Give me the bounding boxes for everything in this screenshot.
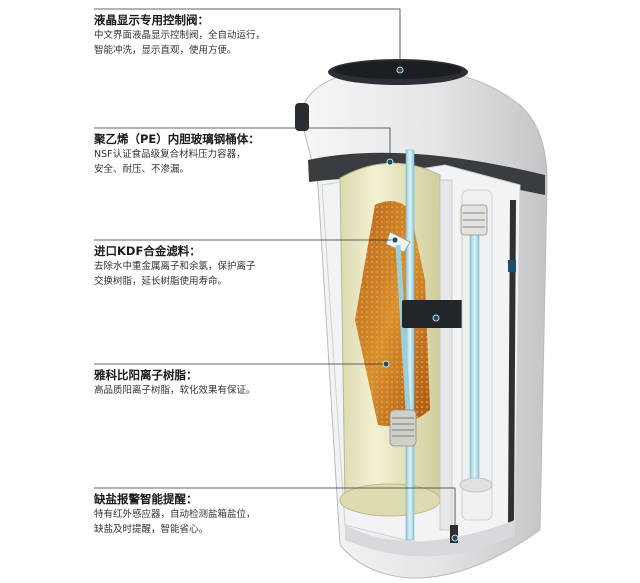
riser-tube — [405, 149, 415, 541]
feature-desc-line: 中文界面液晶显示控制阀，全自动运行， — [94, 30, 266, 41]
sensor-bracket — [402, 300, 472, 328]
feature-desc-line: NSF认证食品级复合材料压力容器， — [94, 149, 246, 160]
control-knob — [295, 103, 309, 131]
feature-title: 雅科比阳离子树脂： — [94, 368, 198, 382]
feature-kdf-media: 进口KDF合金滤料： 去除水中重金属离子和余氯，保护离子 交换树脂，延长树脂使用… — [94, 243, 284, 289]
feature-desc-line: 安全、耐压、不渗漏。 — [94, 164, 190, 175]
feature-title: 进口KDF合金滤料： — [94, 244, 201, 258]
cabinet-base — [345, 520, 515, 557]
feature-salt-alarm: 缺盐报警智能提醒： 特有红外感应器，自动检测盐箱盐位， 缺盐及时提醒，智能省心。 — [94, 491, 284, 537]
bottom-distributor — [389, 409, 417, 447]
feature-desc-line: 去除水中重金属离子和余氯，保护离子 — [94, 261, 256, 272]
feature-title: 液晶显示专用控制阀： — [94, 13, 209, 27]
feature-desc-line: 缺盐及时提醒，智能省心。 — [94, 524, 209, 535]
brine-divider — [439, 179, 453, 531]
feature-cation-resin: 雅科比阳离子树脂： 高品质阳离子树脂，软化效果有保证。 — [94, 367, 284, 398]
feature-desc-line: 高品质阳离子树脂，软化效果有保证。 — [94, 385, 256, 396]
feature-title: 缺盐报警智能提醒： — [94, 492, 198, 506]
feature-control-valve: 液晶显示专用控制阀： 中文界面液晶显示控制阀，全自动运行， 智能冲洗，显示直观，… — [94, 12, 284, 58]
feature-desc-line: 交换树脂，延长树脂使用寿命。 — [94, 276, 228, 287]
feature-tank-body: 聚乙烯（PE）内胆玻璃钢桶体： NSF认证食品级复合材料压力容器， 安全、耐压、… — [94, 131, 284, 177]
feature-title: 聚乙烯（PE）内胆玻璃钢桶体： — [94, 132, 260, 146]
feature-desc-line: 智能冲洗，显示直观，使用方便。 — [94, 45, 237, 56]
feature-desc-line: 特有红外感应器，自动检测盐箱盐位， — [94, 509, 256, 520]
